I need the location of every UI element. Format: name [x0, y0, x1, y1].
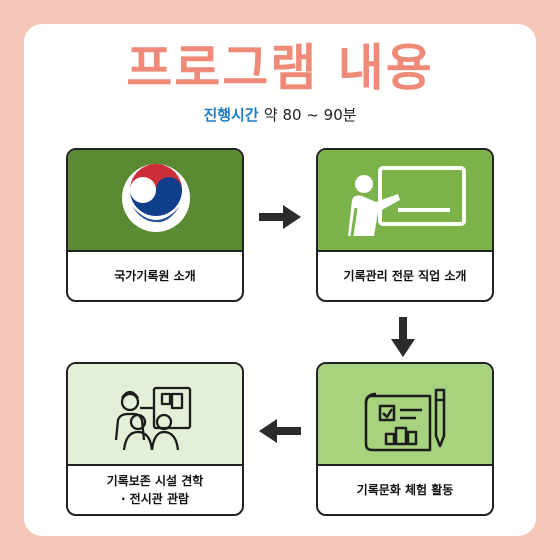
step-4-image [68, 364, 242, 466]
duration-line: 진행시간 약 80 ~ 90분 [0, 104, 560, 125]
step-2-caption: 기록관리 전문 직업 소개 [343, 269, 467, 283]
step-card-1: 국가기록원 소개 [66, 148, 244, 302]
step-3-caption: 기록문화 체험 활동 [356, 483, 454, 497]
page-title: 프로그램 내용 [126, 39, 434, 97]
step-4-caption-line1: 기록보존 시설 견학 [106, 474, 204, 488]
arrow-left-icon [259, 419, 301, 443]
step-3-image [318, 364, 492, 466]
arrow-right-icon [259, 205, 301, 229]
blueprint-tools-icon [364, 388, 446, 452]
step-card-3: 기록문화 체험 활동 [316, 362, 494, 516]
taegeuk-emblem-icon [122, 164, 190, 232]
arrow-down-icon [391, 317, 415, 357]
tour-group-icon [114, 386, 192, 451]
step-4-caption: 기록보존 시설 견학 · 전시관 관람 [68, 466, 242, 514]
duration-value: 약 80 ~ 90분 [263, 106, 357, 124]
step-4-caption-line2: · 전시관 관람 [120, 492, 190, 506]
step-card-4: 기록보존 시설 견학 · 전시관 관람 [66, 362, 244, 516]
duration-label: 진행시간 [203, 106, 259, 124]
step-1-caption: 국가기록원 소개 [114, 269, 196, 283]
teacher-board-icon [348, 166, 466, 237]
step-1-image [68, 150, 242, 252]
step-card-2: 기록관리 전문 직업 소개 [316, 148, 494, 302]
step-2-image [318, 150, 492, 252]
